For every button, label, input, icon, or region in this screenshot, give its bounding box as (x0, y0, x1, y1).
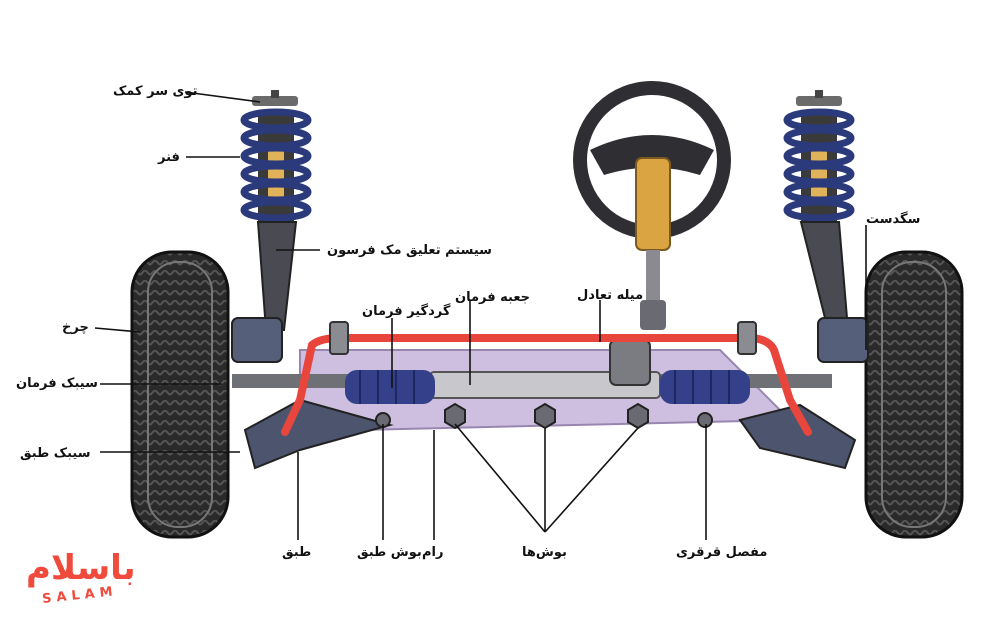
label-strut-mount: توی سر کمک (113, 84, 198, 99)
label-steering-knuckle: سگدست (866, 212, 921, 227)
left-control-arm (243, 398, 394, 470)
label-steering-boot: گردگیر فرمان (362, 304, 451, 319)
label-tie-rod: سیبک فرمان (16, 376, 98, 391)
label-spring: فنر (158, 150, 180, 165)
logo-text: باسلام (26, 548, 136, 588)
right-wheel (864, 250, 964, 539)
right-strut (783, 90, 869, 363)
label-macpherson-strut: سیستم تعلیق مک فرسون (327, 243, 492, 258)
left-strut (231, 90, 312, 363)
label-bushings: بوش‌ها (522, 545, 567, 560)
label-wheel: چرخ (62, 320, 89, 335)
label-stabilizer-bar: میله تعادل (577, 288, 644, 303)
steering-wheel (573, 81, 731, 330)
label-steering-rack: جعبه فرمان (455, 290, 531, 305)
salam-logo: باسلام SALAM (26, 548, 146, 618)
stabilizer-bar (281, 334, 812, 436)
label-control-arm-bushing: بوش طبق (357, 545, 422, 560)
label-ball-joint: سیبک طبق (20, 446, 91, 461)
left-wheel (130, 250, 230, 539)
label-control-arm: طبق (282, 545, 312, 560)
label-universal-joint: مفصل قرقری (676, 545, 768, 560)
steering-rack-assembly (232, 339, 832, 404)
label-subframe: رام (422, 545, 444, 560)
